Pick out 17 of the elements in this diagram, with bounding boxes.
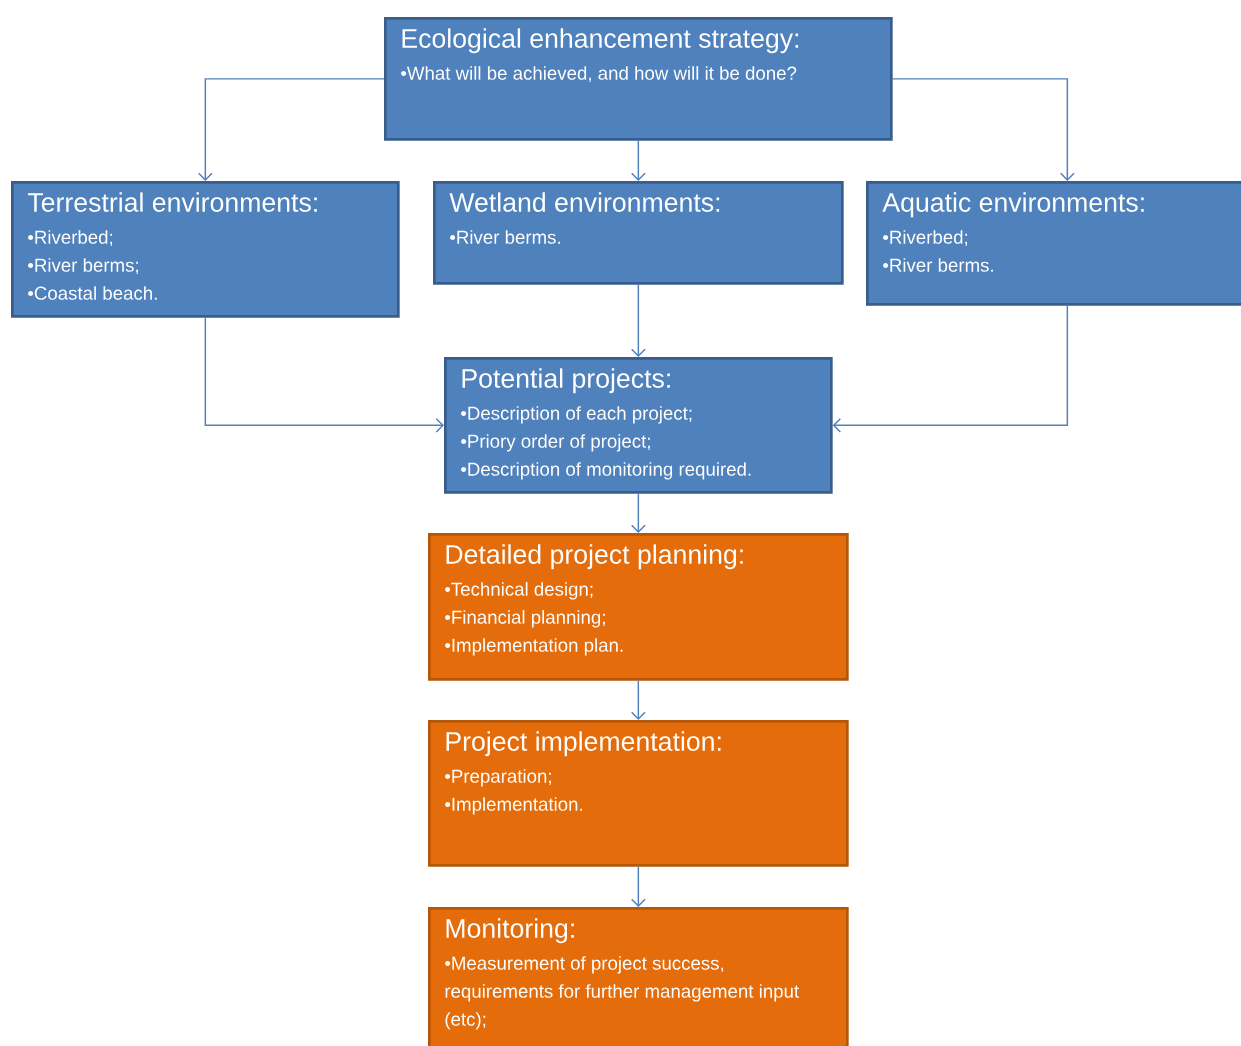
arrow [630, 284, 646, 357]
process-box: Ecological enhancement strategy: •What will be achieved, and how will it be done? [384, 17, 893, 141]
process-box: Aquatic environments: •Riverbed; •River berms. [866, 181, 1241, 306]
arrow [630, 680, 646, 720]
arrow [204, 316, 444, 433]
process-box: Wetland environments: •River berms. [433, 181, 844, 285]
arrow [832, 304, 1069, 433]
process-box: Detailed project planning: •Technical design; •Financial planning; •Implementation plan. [428, 533, 849, 681]
process-box: Terrestrial environments: •Riverbed; •River berms; •Coastal beach. [11, 181, 400, 318]
arrow [630, 865, 646, 907]
process-box: Project implementation: •Preparation; •Implementation. [428, 720, 849, 867]
arrow [197, 78, 385, 181]
arrow [891, 78, 1075, 181]
arrow [630, 492, 646, 533]
process-box: Monitoring: •Measurement of project success, requirements for further management input (etc); [428, 907, 849, 1046]
process-box: Potential projects: •Description of each project; •Priory order of project; •Description of monitoring required. [444, 357, 833, 494]
arrow [630, 140, 646, 181]
